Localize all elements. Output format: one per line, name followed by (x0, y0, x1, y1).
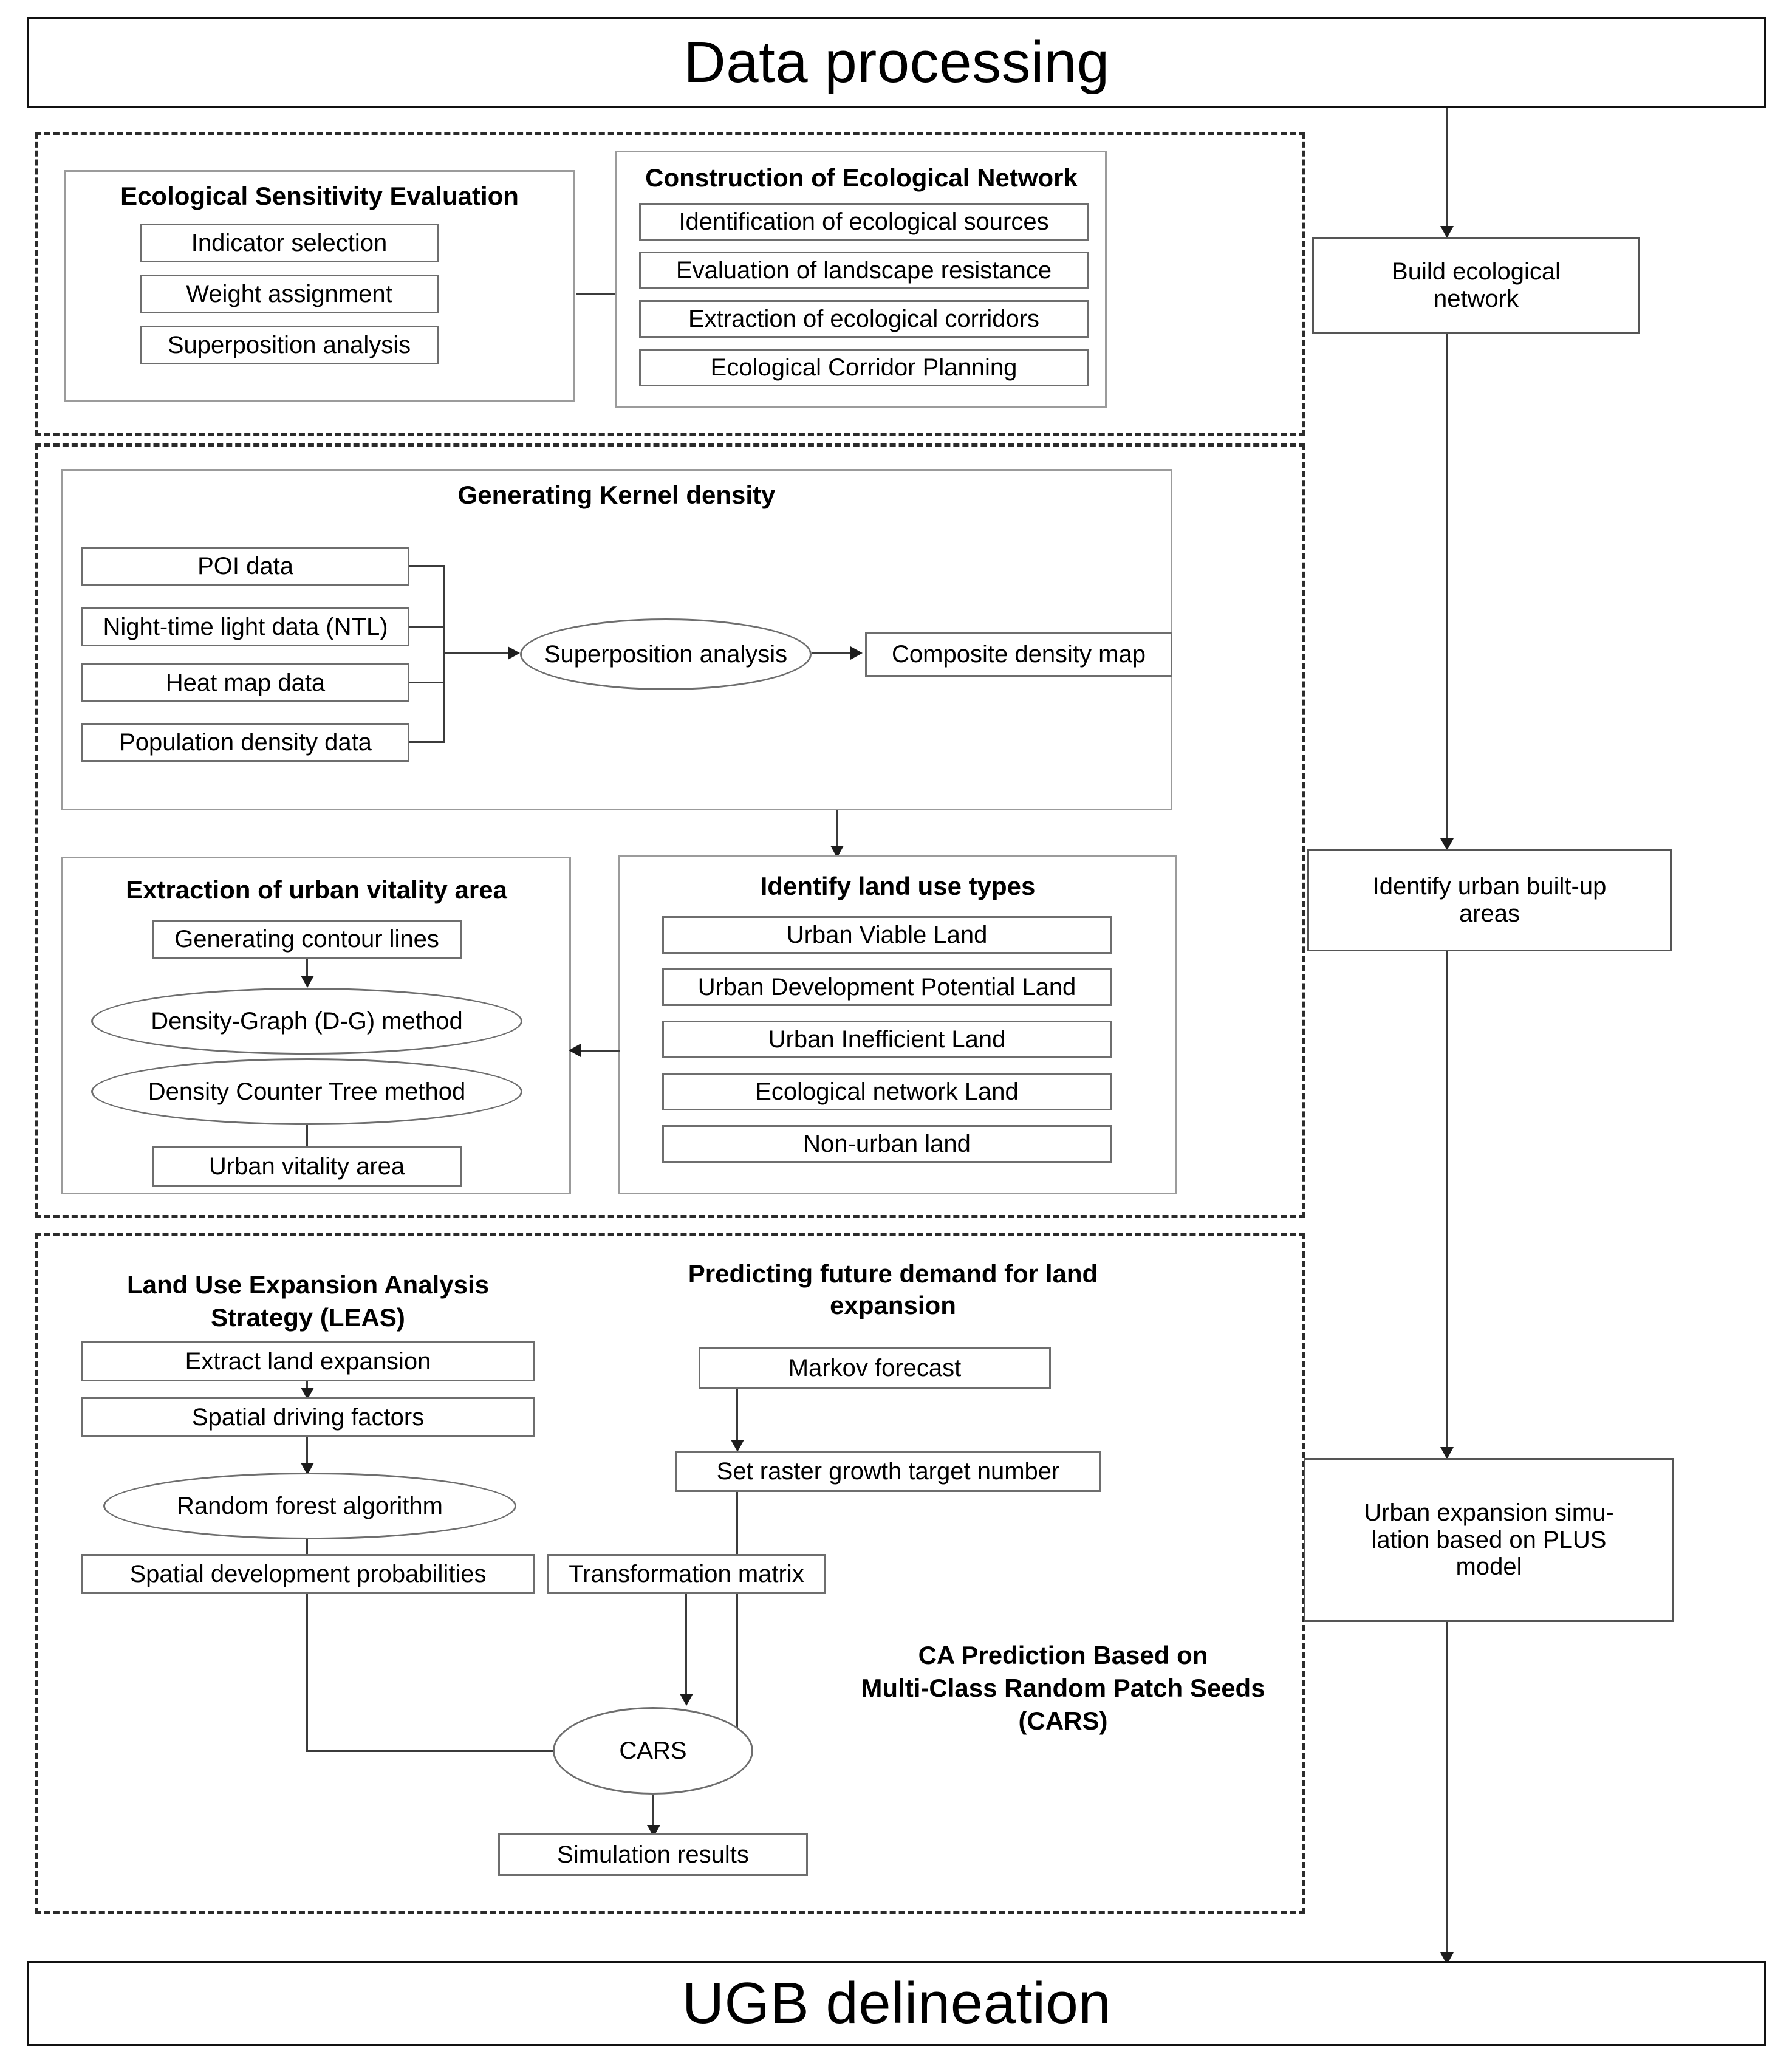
connector-superposition-to-composite (812, 652, 854, 654)
plus-model-line1: Urban expansion simu- (1364, 1499, 1614, 1526)
title-demand-line2: expansion (830, 1291, 956, 1319)
connector-poi-stub (409, 565, 445, 567)
title-leas-line1: Land Use Expansion Analysis (127, 1270, 489, 1299)
connector-matrix-to-cars (685, 1594, 687, 1697)
arrowhead-kernel-to-landuse (830, 846, 844, 858)
node-density-graph-method[interactable]: Density-Graph (D-G) method (91, 988, 522, 1055)
arrowhead-superposition-to-composite (850, 646, 863, 660)
arrowhead-markov-to-raster (731, 1440, 744, 1452)
title-generating-kernel-density: Generating Kernel density (457, 481, 776, 509)
node-identification-of-ecological-sources[interactable]: Identification of ecological sources (639, 203, 1089, 241)
node-night-time-light-data[interactable]: Night-time light data (NTL) (81, 607, 409, 646)
header-banner: Data processing (27, 17, 1766, 108)
node-heat-map-data[interactable]: Heat map data (81, 663, 409, 702)
node-indicator-selection[interactable]: Indicator selection (140, 224, 439, 262)
connector-extract-to-driving (306, 1381, 308, 1390)
node-generating-contour-lines[interactable]: Generating contour lines (152, 920, 462, 959)
title-leas-line2: Strategy (LEAS) (211, 1303, 405, 1332)
connector-kernel-to-landuse (836, 810, 838, 847)
section-ecology-dashed-frame (35, 132, 1305, 436)
arrowhead-extract-to-driving (301, 1388, 314, 1400)
title-construction-of-ecological-network: Construction of Ecological Network (645, 163, 1078, 192)
title-identify-land-use-types: Identify land use types (760, 872, 1036, 900)
section-simulation-dashed-frame (35, 1233, 1305, 1914)
caption-cars-line3: (CARS) (1018, 1706, 1108, 1735)
connector-driving-to-randomforest (306, 1437, 308, 1465)
node-ecological-corridor-planning[interactable]: Ecological Corridor Planning (639, 349, 1089, 386)
connector-contour-to-dg (306, 959, 308, 978)
connector-ntl-stub (409, 626, 445, 628)
node-density-counter-tree-method[interactable]: Density Counter Tree method (91, 1058, 522, 1125)
page-title: Data processing (683, 30, 1110, 95)
node-extraction-of-ecological-corridors[interactable]: Extraction of ecological corridors (639, 300, 1089, 338)
title-extraction-of-urban-vitality-area: Extraction of urban vitality area (126, 875, 507, 904)
connector-dct-to-result (306, 1125, 308, 1153)
connector-plus-model-to-footer (1446, 1622, 1448, 1957)
connector-identify-builtup-to-plus-model (1446, 951, 1448, 1449)
node-cars[interactable]: CARS (553, 1707, 753, 1795)
node-population-density-data[interactable]: Population density data (81, 723, 409, 762)
node-set-raster-growth-target-number[interactable]: Set raster growth target number (675, 1451, 1101, 1492)
node-ecological-network-land[interactable]: Ecological network Land (662, 1073, 1112, 1110)
node-spatial-driving-factors[interactable]: Spatial driving factors (81, 1397, 535, 1437)
build-network-line2: network (1433, 286, 1519, 312)
node-urban-expansion-simulation-plus-model[interactable]: Urban expansion simu- lation based on PL… (1304, 1458, 1674, 1622)
node-urban-development-potential-land[interactable]: Urban Development Potential Land (662, 968, 1112, 1006)
footer-banner: UGB delineation (27, 1961, 1766, 2046)
plus-model-line3: model (1455, 1553, 1522, 1581)
title-demand-line1: Predicting future demand for land (688, 1259, 1098, 1288)
node-urban-inefficient-land[interactable]: Urban Inefficient Land (662, 1021, 1112, 1058)
node-identify-urban-built-up-areas[interactable]: Identify urban built-up areas (1307, 849, 1672, 951)
footer-title: UGB delineation (682, 1971, 1112, 2036)
caption-cars-line2: Multi-Class Random Patch Seeds (861, 1674, 1265, 1702)
node-superposition-analysis-kernel[interactable]: Superposition analysis (520, 618, 812, 690)
node-evaluation-of-landscape-resistance[interactable]: Evaluation of landscape resistance (639, 252, 1089, 289)
section-density-dashed-frame (35, 443, 1305, 1218)
connector-landuse-to-vitality (578, 1050, 620, 1052)
title-ecological-sensitivity-evaluation: Ecological Sensitivity Evaluation (120, 182, 519, 210)
connector-randomforest-to-probabilities (306, 1539, 308, 1560)
connector-population-stub (409, 741, 445, 743)
arrowhead-identify-builtup-to-plus-model (1440, 1447, 1454, 1459)
arrowhead-matrix-to-cars (680, 1694, 693, 1706)
arrowhead-header-to-build-network (1440, 226, 1454, 238)
node-weight-assignment[interactable]: Weight assignment (140, 275, 439, 313)
arrowhead-bus-to-superposition (508, 646, 520, 660)
connector-header-to-build-network (1446, 108, 1448, 227)
arrowhead-driving-to-randomforest (301, 1463, 314, 1475)
node-build-ecological-network[interactable]: Build ecological network (1312, 237, 1640, 334)
arrowhead-contour-to-dg (301, 976, 314, 988)
node-non-urban-land[interactable]: Non-urban land (662, 1125, 1112, 1163)
connector-heat-stub (409, 682, 445, 683)
connector-raster-down (736, 1492, 738, 1752)
node-transformation-matrix[interactable]: Transformation matrix (547, 1554, 826, 1594)
node-composite-density-map[interactable]: Composite density map (865, 632, 1172, 677)
caption-cars-line1: CA Prediction Based on (918, 1641, 1208, 1669)
build-network-line1: Build ecological (1392, 258, 1561, 286)
identify-builtup-line1: Identify urban built-up (1372, 873, 1607, 900)
connector-cars-to-simulation-results (652, 1795, 654, 1829)
identify-builtup-line2: areas (1459, 900, 1520, 927)
arrowhead-build-network-to-identify-builtup (1440, 838, 1454, 850)
node-poi-data[interactable]: POI data (81, 547, 409, 586)
node-urban-viable-land[interactable]: Urban Viable Land (662, 916, 1112, 954)
connector-probabilities-to-cars (306, 1750, 555, 1752)
connector-probabilities-down (306, 1594, 308, 1752)
node-spatial-development-probabilities[interactable]: Spatial development probabilities (81, 1554, 535, 1594)
plus-model-line2: lation based on PLUS (1371, 1526, 1607, 1553)
node-random-forest-algorithm[interactable]: Random forest algorithm (103, 1473, 516, 1539)
arrowhead-landuse-to-vitality (569, 1044, 581, 1057)
connector-build-network-to-identify-builtup (1446, 334, 1448, 841)
node-simulation-results[interactable]: Simulation results (498, 1833, 808, 1876)
node-extract-land-expansion[interactable]: Extract land expansion (81, 1341, 535, 1381)
node-superposition-analysis-ese[interactable]: Superposition analysis (140, 326, 439, 364)
node-markov-forecast[interactable]: Markov forecast (699, 1347, 1051, 1389)
connector-markov-to-raster (736, 1389, 738, 1443)
node-urban-vitality-area[interactable]: Urban vitality area (152, 1146, 462, 1187)
connector-bus-to-superposition (443, 652, 510, 654)
